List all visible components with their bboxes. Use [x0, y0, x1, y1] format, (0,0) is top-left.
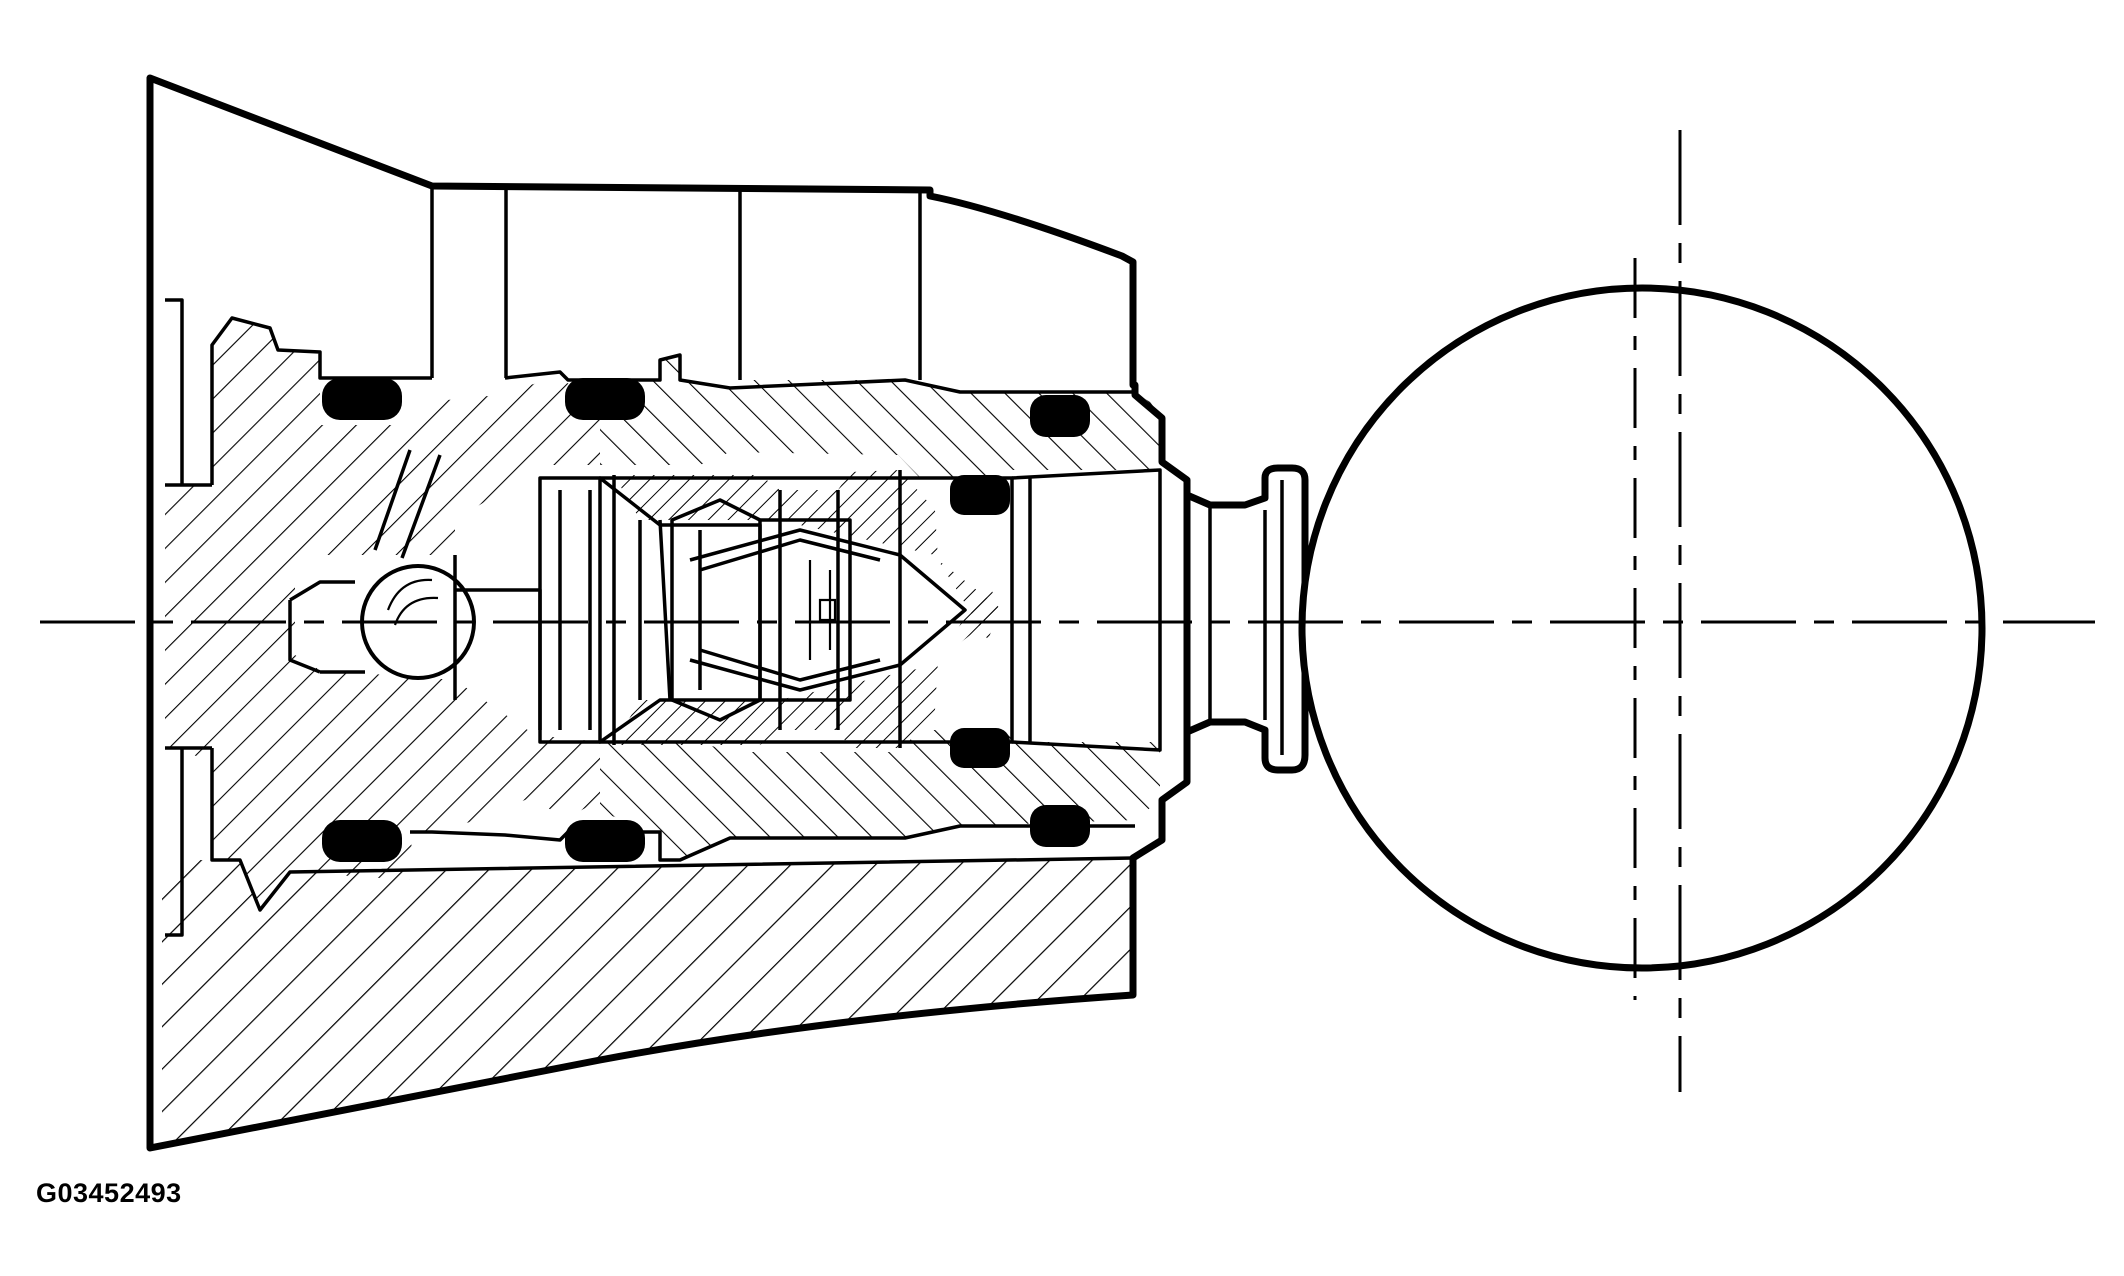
needle-taper — [689, 528, 967, 692]
housing-outline — [146, 74, 1191, 1152]
o-ring-seal — [565, 378, 645, 420]
o-ring-seal — [950, 475, 1010, 515]
o-ring-seal — [1030, 395, 1090, 437]
spool-cone-inner — [670, 498, 852, 722]
ball-seat-cage — [288, 555, 542, 730]
o-ring-seals — [322, 378, 1090, 862]
housing-top-lands — [165, 298, 212, 937]
spool-lower-section — [614, 580, 1000, 748]
stem-inner — [1208, 480, 1284, 755]
o-ring-seal — [565, 820, 645, 862]
housing-inner-wall — [430, 186, 922, 380]
piston-lower-outline — [210, 748, 1135, 912]
ball-knob — [1298, 284, 1986, 972]
piston-outline — [210, 316, 1135, 485]
o-ring-seal — [1030, 805, 1090, 847]
o-ring-seal — [950, 728, 1010, 768]
o-ring-seal — [322, 820, 402, 862]
end-plug — [1011, 468, 1162, 752]
stem-neck — [1183, 464, 1309, 774]
needle-tip — [808, 560, 837, 660]
lower-housing-section — [162, 858, 1133, 1148]
o-ring-seal — [322, 378, 402, 420]
piston-body-section — [165, 318, 600, 910]
spool-upper-section — [614, 470, 1000, 640]
sleeve-lower-section — [600, 730, 1160, 860]
inclined-passage — [373, 449, 442, 559]
figure-id-label: G03452493 — [36, 1178, 182, 1208]
